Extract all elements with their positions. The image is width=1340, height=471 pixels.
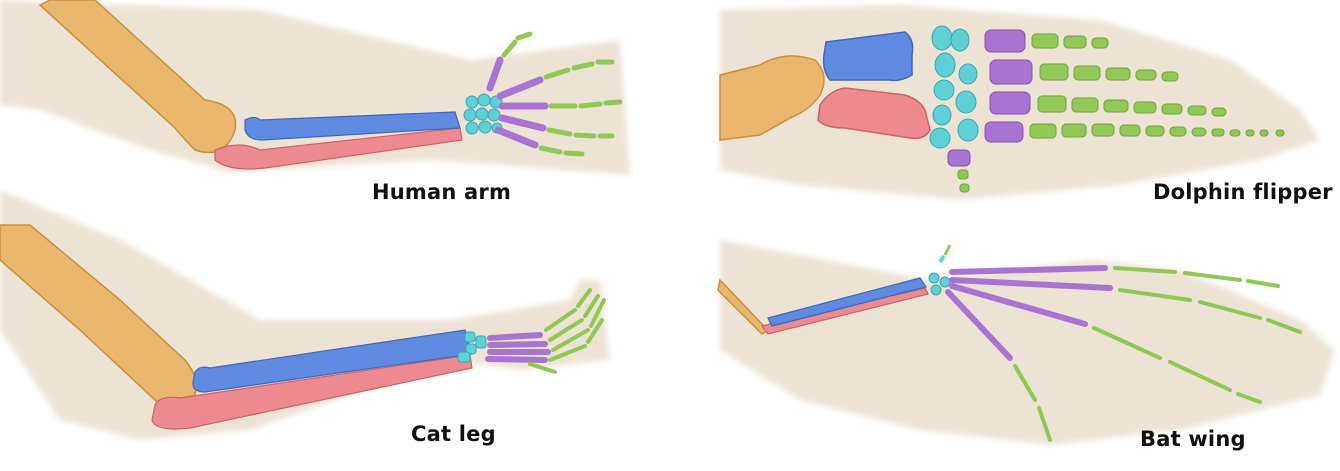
cat-leg-figure xyxy=(0,190,610,440)
bat-wing-figure xyxy=(718,240,1335,445)
dolphin-flipper-label: Dolphin flipper xyxy=(1153,180,1333,204)
human-arm-label: Human arm xyxy=(372,180,511,204)
dolphin-flipper-figure xyxy=(720,5,1320,200)
human-arm-figure xyxy=(0,0,630,175)
cat-leg-label: Cat leg xyxy=(411,422,496,446)
bat-wing-label: Bat wing xyxy=(1140,427,1246,451)
